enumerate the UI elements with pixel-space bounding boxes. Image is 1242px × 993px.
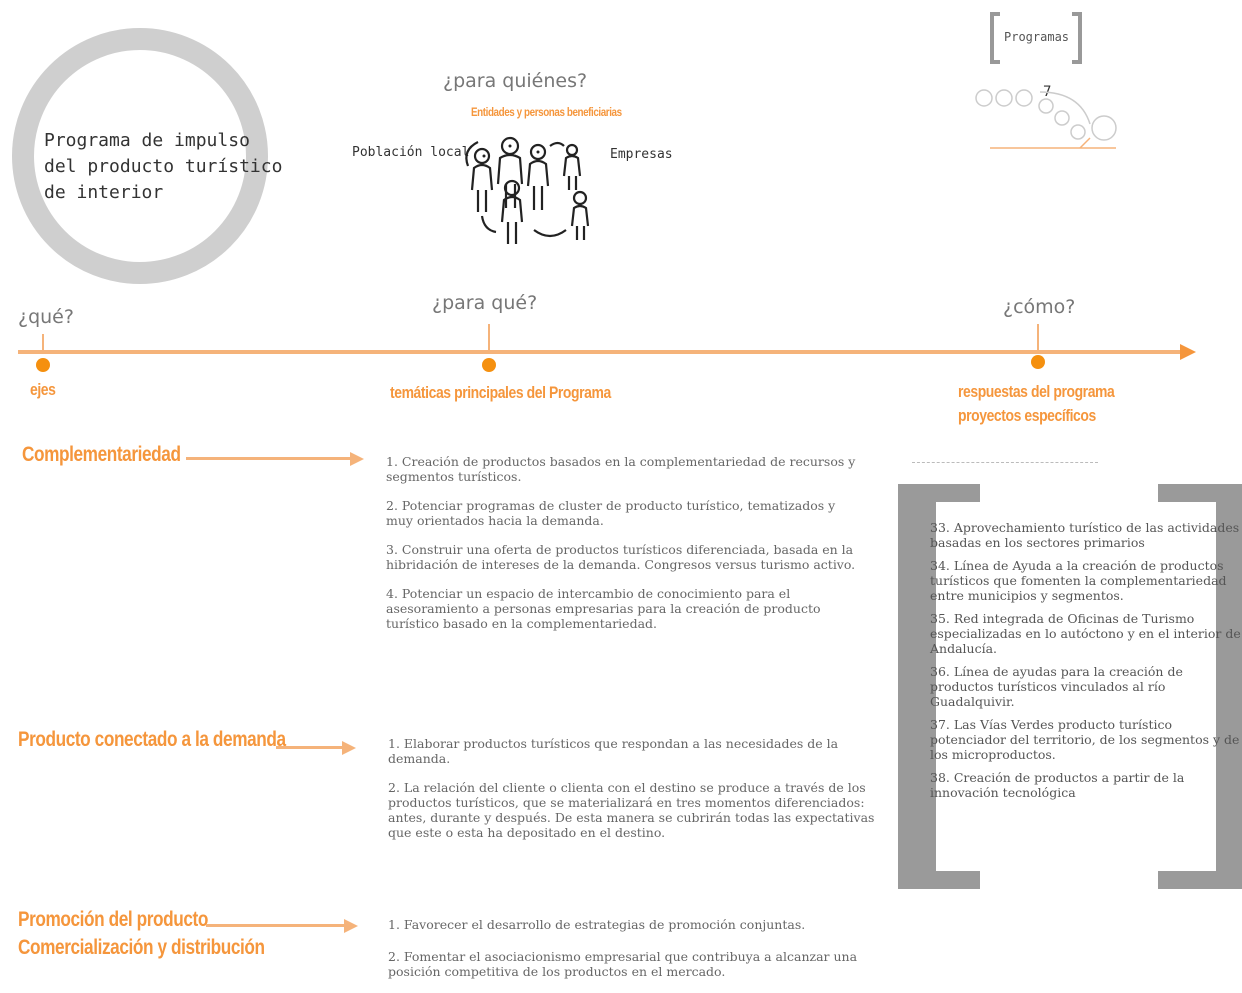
project-item: 36. Línea de ayudas para la creación de … [930, 664, 1183, 709]
programs-mini-diagram[interactable] [970, 84, 1120, 164]
axis-2-themes: 1. Elaborar productos turísticos que res… [388, 736, 888, 854]
timeline-dot-how [1031, 355, 1045, 369]
theme-item: 1. Favorecer el desarrollo de estrategia… [388, 917, 806, 932]
theme-item: 1. Elaborar productos turísticos que res… [388, 736, 839, 766]
theme-item: 4. Potenciar un espacio de intercambio d… [386, 586, 821, 631]
theme-item: 2. Potenciar programas de cluster de pro… [386, 498, 836, 528]
axis-producto-demanda: Producto conectado a la demanda [18, 728, 286, 751]
programs-thumbnail-frame[interactable]: Programas [990, 12, 1082, 64]
project-item: 33. Aprovechamiento turístico de las act… [930, 520, 1240, 550]
axis-comercializacion: Comercialización y distribución [18, 936, 265, 959]
label-ejes: ejes [30, 380, 56, 399]
axis-1-themes: 1. Creación de productos basados en la c… [386, 454, 866, 645]
label-proyectos: proyectos específicos [958, 406, 1096, 425]
question-what: ¿qué? [18, 306, 74, 328]
label-tematicas: temáticas principales del Programa [390, 383, 611, 402]
beneficiaries-subtitle: Entidades y personas beneficiarias [471, 105, 622, 119]
project-item: 34. Línea de Ayuda a la creación de prod… [930, 558, 1227, 603]
axis-arrow [350, 452, 364, 466]
projects-list: 33. Aprovechamiento turístico de las act… [930, 520, 1242, 808]
project-item: 38. Creación de productos a partir de la… [930, 770, 1185, 800]
project-item: 37. Las Vías Verdes producto turístico p… [930, 717, 1240, 762]
timeline-line [18, 350, 1183, 354]
timeline-dot-for-what [482, 358, 496, 372]
axis-arrow [344, 919, 358, 933]
program-title: Programa de impulso del producto turísti… [44, 130, 283, 203]
question-for-whom: ¿para quiénes? [443, 70, 588, 92]
project-item: 35. Red integrada de Oficinas de Turismo… [930, 611, 1241, 656]
theme-item: 3. Construir una oferta de productos tur… [386, 542, 856, 572]
question-for-what: ¿para qué? [432, 292, 538, 314]
timeline-arrowhead [1180, 344, 1196, 360]
axis-promocion: Promoción del producto [18, 908, 208, 931]
timeline-dot-what [36, 358, 50, 372]
people-network-icon [465, 136, 590, 244]
divider [912, 462, 1098, 463]
projects-bracket [898, 484, 1242, 889]
theme-item: 2. La relación del cliente o clienta con… [388, 780, 875, 840]
local-population-label: Población local [352, 145, 470, 160]
label-respuestas: respuestas del programa [958, 382, 1115, 401]
programs-thumbnail-label: Programas [1004, 30, 1070, 44]
companies-label: Empresas [610, 147, 673, 162]
axis-arrow [342, 741, 356, 755]
theme-item: 2. Fomentar el asociacionismo empresaria… [388, 949, 858, 979]
axis-complementariedad: Complementariedad [22, 443, 181, 466]
question-how: ¿cómo? [1003, 296, 1076, 318]
theme-item: 1. Creación de productos basados en la c… [386, 454, 856, 484]
axis-3-themes: 1. Favorecer el desarrollo de estrategia… [388, 917, 888, 993]
